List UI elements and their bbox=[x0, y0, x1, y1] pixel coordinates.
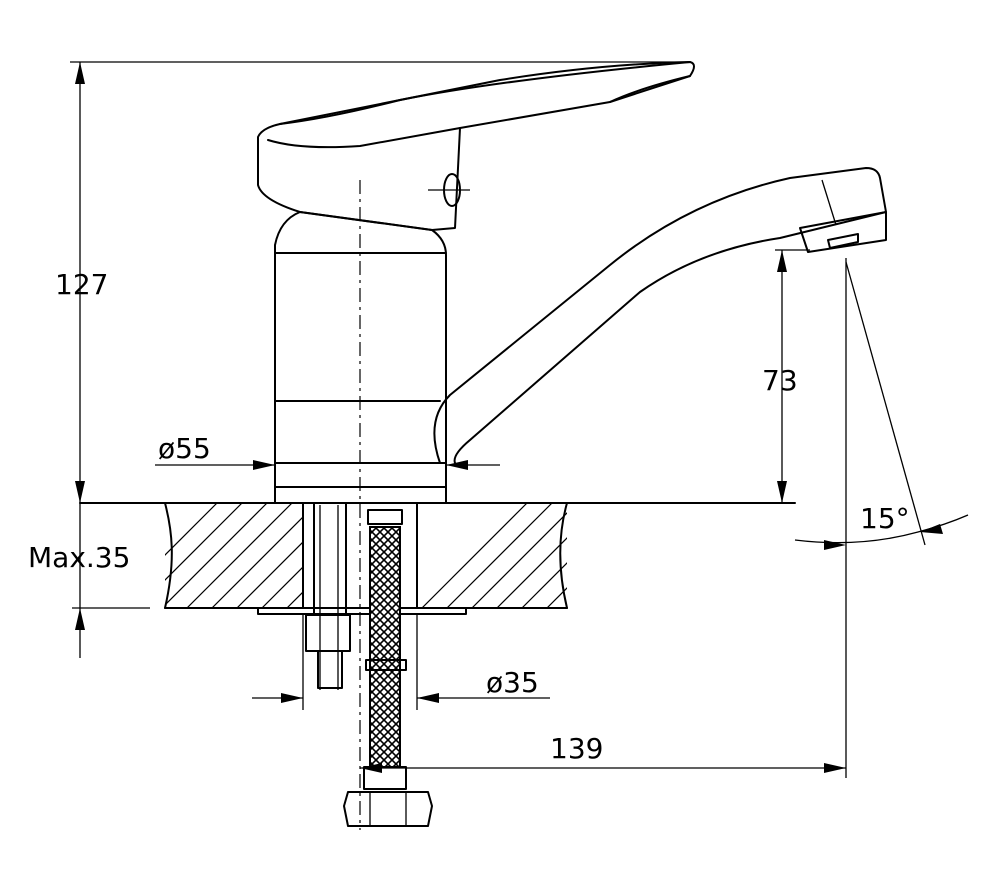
body-diameter-label: ø55 bbox=[158, 432, 211, 465]
dimension-hole-diameter: ø35 bbox=[252, 615, 550, 710]
lever-handle bbox=[257, 61, 695, 231]
dimension-body-diameter: ø55 bbox=[155, 432, 500, 493]
dimension-max-countertop: Max.35 bbox=[28, 503, 150, 658]
spout bbox=[433, 167, 887, 464]
dimension-spout-height: 73 bbox=[762, 249, 810, 503]
swivel-angle-label: 15° bbox=[860, 502, 910, 535]
max-countertop-label: Max.35 bbox=[28, 541, 130, 574]
dimension-swivel-angle: 15° bbox=[794, 261, 969, 550]
dimension-total-height: 127 bbox=[55, 61, 690, 503]
threaded-stud bbox=[305, 502, 351, 690]
total-height-label: 127 bbox=[55, 268, 108, 301]
hole-diameter-label: ø35 bbox=[486, 666, 539, 699]
spout-height-label: 73 bbox=[762, 364, 798, 397]
flexible-hose bbox=[343, 509, 433, 827]
spout-reach-label: 139 bbox=[550, 732, 603, 765]
countertop-slab bbox=[79, 502, 796, 615]
dimension-spout-reach: 139 bbox=[360, 258, 847, 778]
